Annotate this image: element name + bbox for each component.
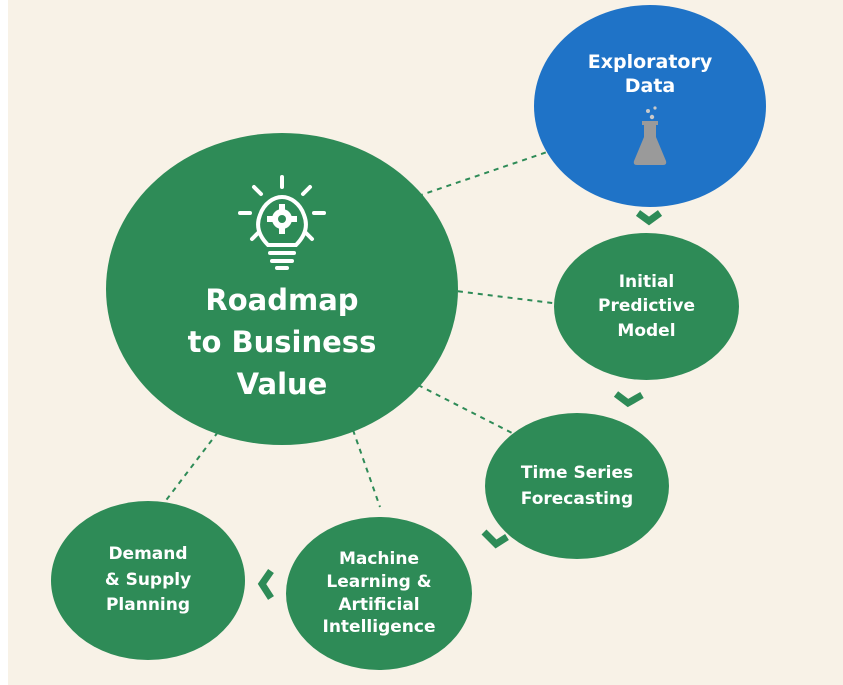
node-exploratory-data: Exploratory Data xyxy=(534,5,766,207)
connector-roadmap-forecasting xyxy=(417,384,517,436)
connector-roadmap-exploratory xyxy=(417,149,554,197)
diagram-canvas: Exploratory Data xyxy=(8,0,843,685)
roadmap-label: Roadmap to Business Value xyxy=(187,282,377,402)
connector-roadmap-demand xyxy=(163,431,219,504)
arrow-exploratory-to-predictive xyxy=(635,210,663,226)
flask-icon xyxy=(633,106,667,165)
initial-predictive-model-label: Initial Predictive Model xyxy=(597,271,695,341)
connector-roadmap-ml xyxy=(352,429,381,508)
connectors-layer xyxy=(163,149,663,600)
exploratory-data-label: Exploratory Data xyxy=(587,51,713,97)
lightbulb-gear-icon xyxy=(238,174,326,270)
node-demand-supply-planning: Demand & Supply Planning xyxy=(51,501,245,660)
connector-roadmap-predictive xyxy=(447,289,561,305)
arrow-ml-to-demand xyxy=(257,569,274,600)
arrow-forecasting-to-ml xyxy=(481,529,509,549)
node-roadmap-business-value: Roadmap to Business Value xyxy=(106,133,458,445)
node-machine-learning-ai: Machine Learning & Artificial Intelligen… xyxy=(286,517,472,670)
machine-learning-ai-label: Machine Learning & Artificial Intelligen… xyxy=(322,548,436,638)
time-series-forecasting-label: Time Series Forecasting xyxy=(520,462,634,509)
node-initial-predictive-model: Initial Predictive Model xyxy=(554,233,739,380)
node-time-series-forecasting: Time Series Forecasting xyxy=(485,413,669,559)
arrow-predictive-to-forecasting xyxy=(613,391,644,408)
demand-supply-planning-label: Demand & Supply Planning xyxy=(104,544,192,616)
